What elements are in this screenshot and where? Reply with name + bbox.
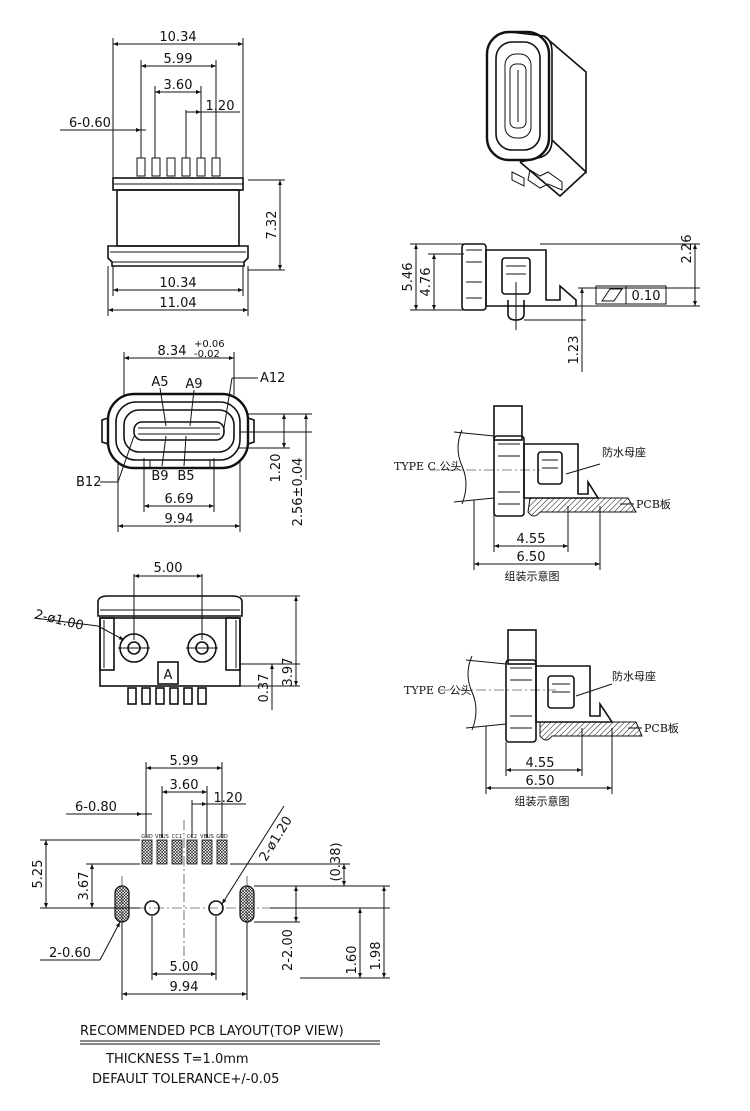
waterproof-socket-label: 防水母座 (602, 445, 646, 459)
dim-port-outer: 9.94 (165, 512, 194, 527)
dim-assembly1-overall: 6.50 (517, 550, 546, 565)
dim-pcb-h1: 5.25 (31, 860, 46, 889)
pcb-layout-title: RECOMMENDED PCB LAYOUT(TOP VIEW) (80, 1024, 344, 1039)
side-view: 5.46 4.76 2.26 1.23 0.10 (401, 235, 700, 372)
label-b5: B5 (177, 469, 194, 484)
front-view: 10.34 5.99 3.60 1.20 6-0.60 7.32 10.34 1… (60, 30, 285, 316)
smd-pads (141, 839, 228, 865)
dim-pcb-038: (0.38) (329, 842, 344, 881)
tolerance-note: DEFAULT TOLERANCE+/-0.05 (92, 1072, 279, 1087)
dim-port-d1: 1.20 (269, 454, 284, 483)
dim-flange-width: 11.04 (159, 296, 196, 311)
thickness-note: THICKNESS T=1.0mm (105, 1052, 249, 1067)
dim-port-tol-lower: -0.02 (194, 349, 220, 360)
pad-label-cc2: CC2 (187, 834, 197, 840)
dim-pcb-hole-spacing: 5.00 (170, 960, 199, 975)
dim-pcb-198: 1.98 (369, 942, 384, 971)
dim-pin-pitch: 1.20 (206, 99, 235, 114)
dim-pcb-h2: 3.67 (77, 872, 92, 901)
dim-side-h1: 5.46 (401, 263, 416, 292)
dim-bottom-d2: 3.97 (281, 658, 296, 687)
label-a12: A12 (260, 371, 285, 386)
label-a5: A5 (151, 375, 168, 390)
pad-label-vbus-1: VBUS (155, 834, 169, 840)
dim-port-tol-upper: +0.06 (194, 339, 225, 350)
drawing-notes: RECOMMENDED PCB LAYOUT(TOP VIEW) THICKNE… (80, 1024, 380, 1087)
dim-pcb-160: 1.60 (345, 946, 360, 975)
pad-label-vbus-2: VBUS (200, 834, 214, 840)
dim-side-h2: 4.76 (419, 268, 434, 297)
dim-side-h4: 1.23 (567, 336, 582, 365)
dim-mid-span: 3.60 (164, 78, 193, 93)
dim-pcb-slot-length: 2-2.00 (281, 929, 296, 971)
dim-body-width: 10.34 (159, 276, 196, 291)
pcb-label-2: PCB板 (644, 721, 679, 735)
dim-bottom-d1: 0.37 (257, 674, 272, 703)
pcb-label: PCB板 (636, 497, 671, 511)
dim-assembly2-insertion: 4.55 (526, 756, 555, 771)
dim-hole-dia: 2-ø1.00 (33, 607, 85, 634)
assembly-diagram-2: TYPE C 公头 防水母座 PCB板 4.55 6.50 组装示意图 (404, 629, 679, 808)
label-b12: B12 (76, 475, 101, 490)
bottom-view: A 5.00 2-ø1.00 0.37 3.97 (33, 561, 300, 710)
dim-pin-span: 5.99 (164, 52, 193, 67)
dim-height: 7.32 (265, 211, 280, 240)
contact-pins (136, 157, 221, 177)
assembly-diagram-1: TYPE C 公头 防水母座 PCB板 4.55 6.50 组装示意图 (394, 405, 671, 583)
port-view: 8.34 +0.06 -0.02 A5 A9 A12 B12 B9 B5 6.6… (76, 339, 312, 532)
dim-pcb-mid: 3.60 (170, 778, 199, 793)
waterproof-socket-label-2: 防水母座 (612, 669, 656, 683)
male-plug-label-2: TYPE C 公头 (404, 684, 471, 697)
dim-top-width: 10.34 (159, 30, 196, 45)
dim-port-width: 8.34 (158, 344, 187, 359)
dim-assembly1-insertion: 4.55 (517, 532, 546, 547)
pad-label-gnd-2: GND (216, 834, 228, 840)
flatness-value: 0.10 (632, 289, 661, 304)
male-plug-label: TYPE C 公头 (394, 460, 461, 473)
assembly1-caption: 组装示意图 (505, 569, 560, 583)
dim-pcb-width: 9.94 (170, 980, 199, 995)
dim-assembly2-overall: 6.50 (526, 774, 555, 789)
assembly2-caption: 组装示意图 (515, 794, 570, 808)
dim-pcb-pitch: 1.20 (214, 791, 243, 806)
dim-port-d2: 2.56±0.04 (291, 458, 306, 527)
dim-port-inner: 6.69 (165, 492, 194, 507)
dim-side-h3: 2.26 (680, 235, 695, 264)
dim-hole-spacing: 5.00 (154, 561, 183, 576)
isometric-view (485, 30, 587, 198)
polarity-marker: A (164, 668, 173, 683)
pad-label-gnd-1: GND (141, 834, 153, 840)
pcb-layout: GND VBUS CC1 CC2 VBUS GND (31, 754, 390, 1000)
pad-label-cc1: CC1 (172, 834, 182, 840)
dim-pcb-slot-width: 2-0.60 (49, 946, 91, 961)
dim-pin-width: 6-0.60 (69, 116, 111, 131)
label-b9: B9 (151, 469, 168, 484)
bottom-pins (127, 687, 207, 705)
dim-pcb-span: 5.99 (170, 754, 199, 769)
dim-pcb-pad-width: 6-0.80 (75, 800, 117, 815)
label-a9: A9 (185, 377, 202, 392)
